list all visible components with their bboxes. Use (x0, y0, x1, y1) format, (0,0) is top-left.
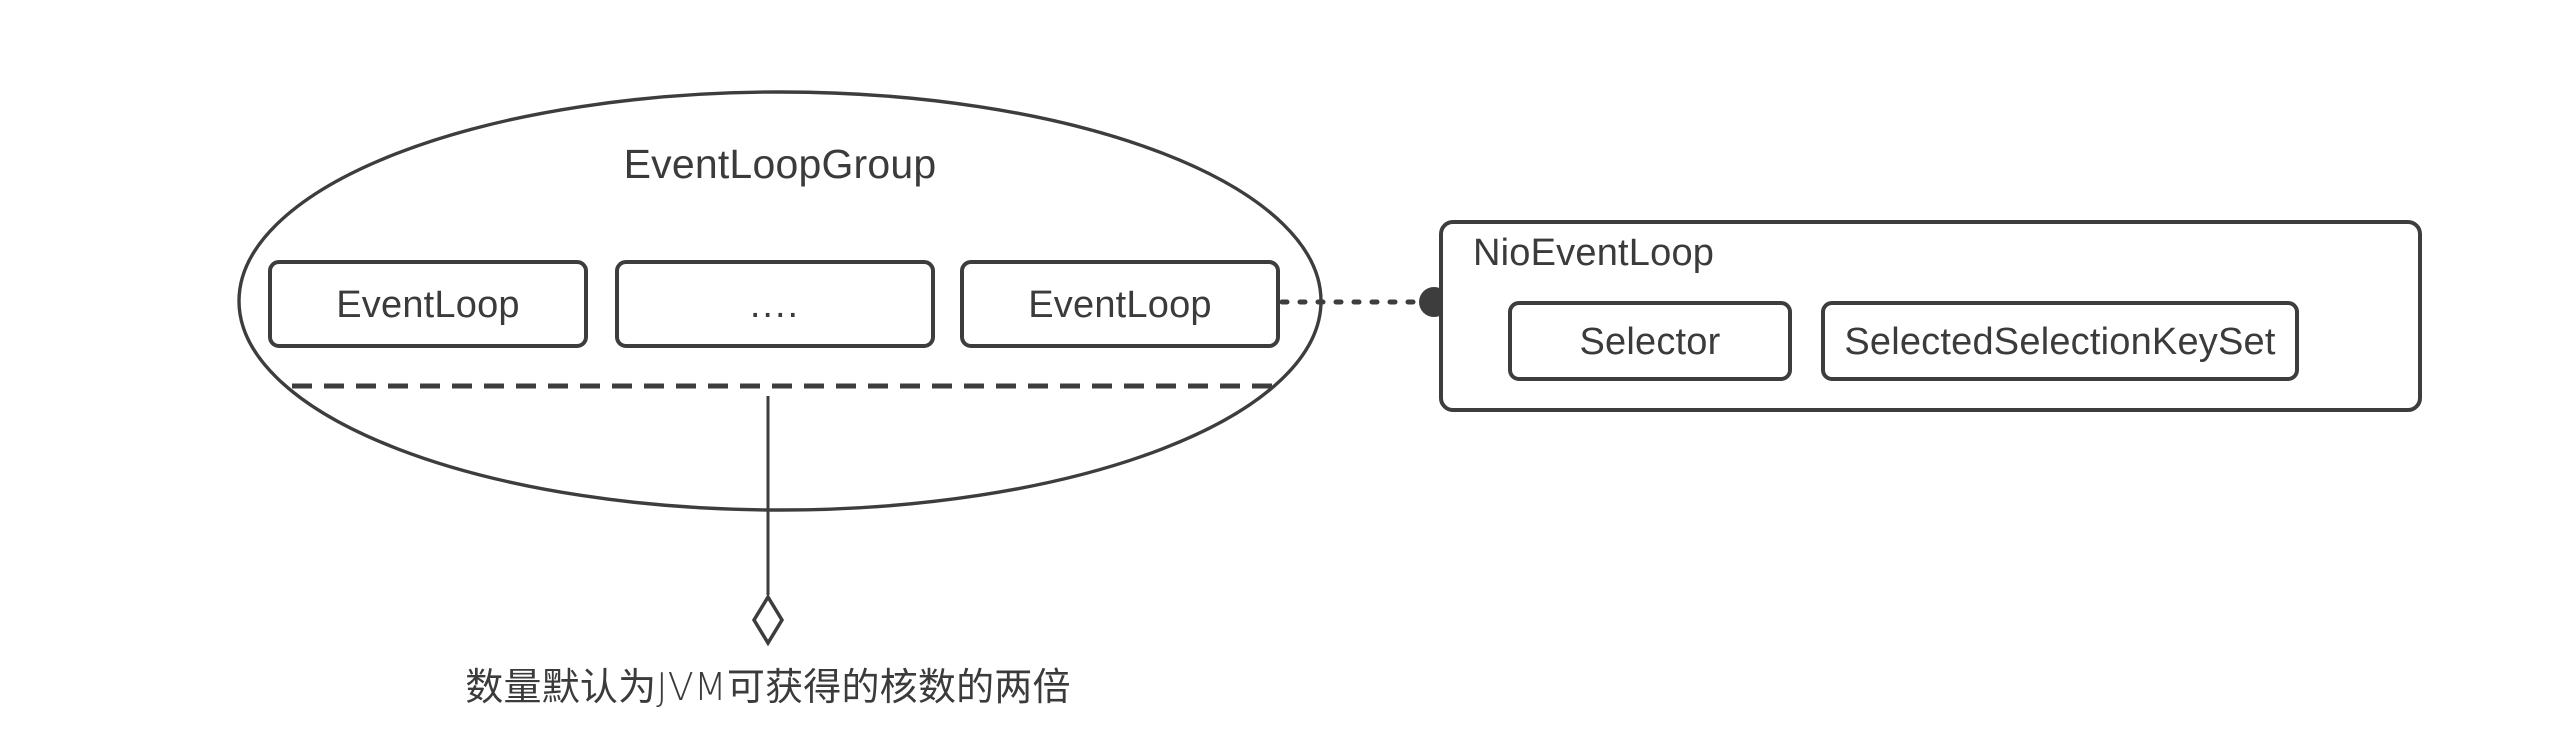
nioeventloop-panel-label: NioEventLoop (1473, 232, 1714, 274)
selector-box[interactable] (1508, 301, 1792, 381)
eventloop-box-ellipsis[interactable] (615, 260, 935, 348)
eventloop-box-2[interactable] (960, 260, 1280, 348)
eventloopgroup-title: EventLoopGroup (624, 141, 937, 187)
annotation-diamond-icon (751, 593, 785, 647)
selectedselectionkeyset-box[interactable] (1821, 301, 2299, 381)
eventloop-box-ellipsis-label: .... (750, 284, 800, 326)
eventloop-box-1-label: EventLoop (336, 284, 520, 326)
selector-box-label: Selector (1579, 321, 1720, 363)
eventloop-box-1[interactable] (268, 260, 588, 348)
eventloop-box-2-label: EventLoop (1028, 284, 1212, 326)
annotation-note: 数量默认为JVM可获得的核数的两倍 (465, 665, 1070, 709)
selectedselectionkeyset-box-label: SelectedSelectionKeySet (1844, 321, 2276, 363)
